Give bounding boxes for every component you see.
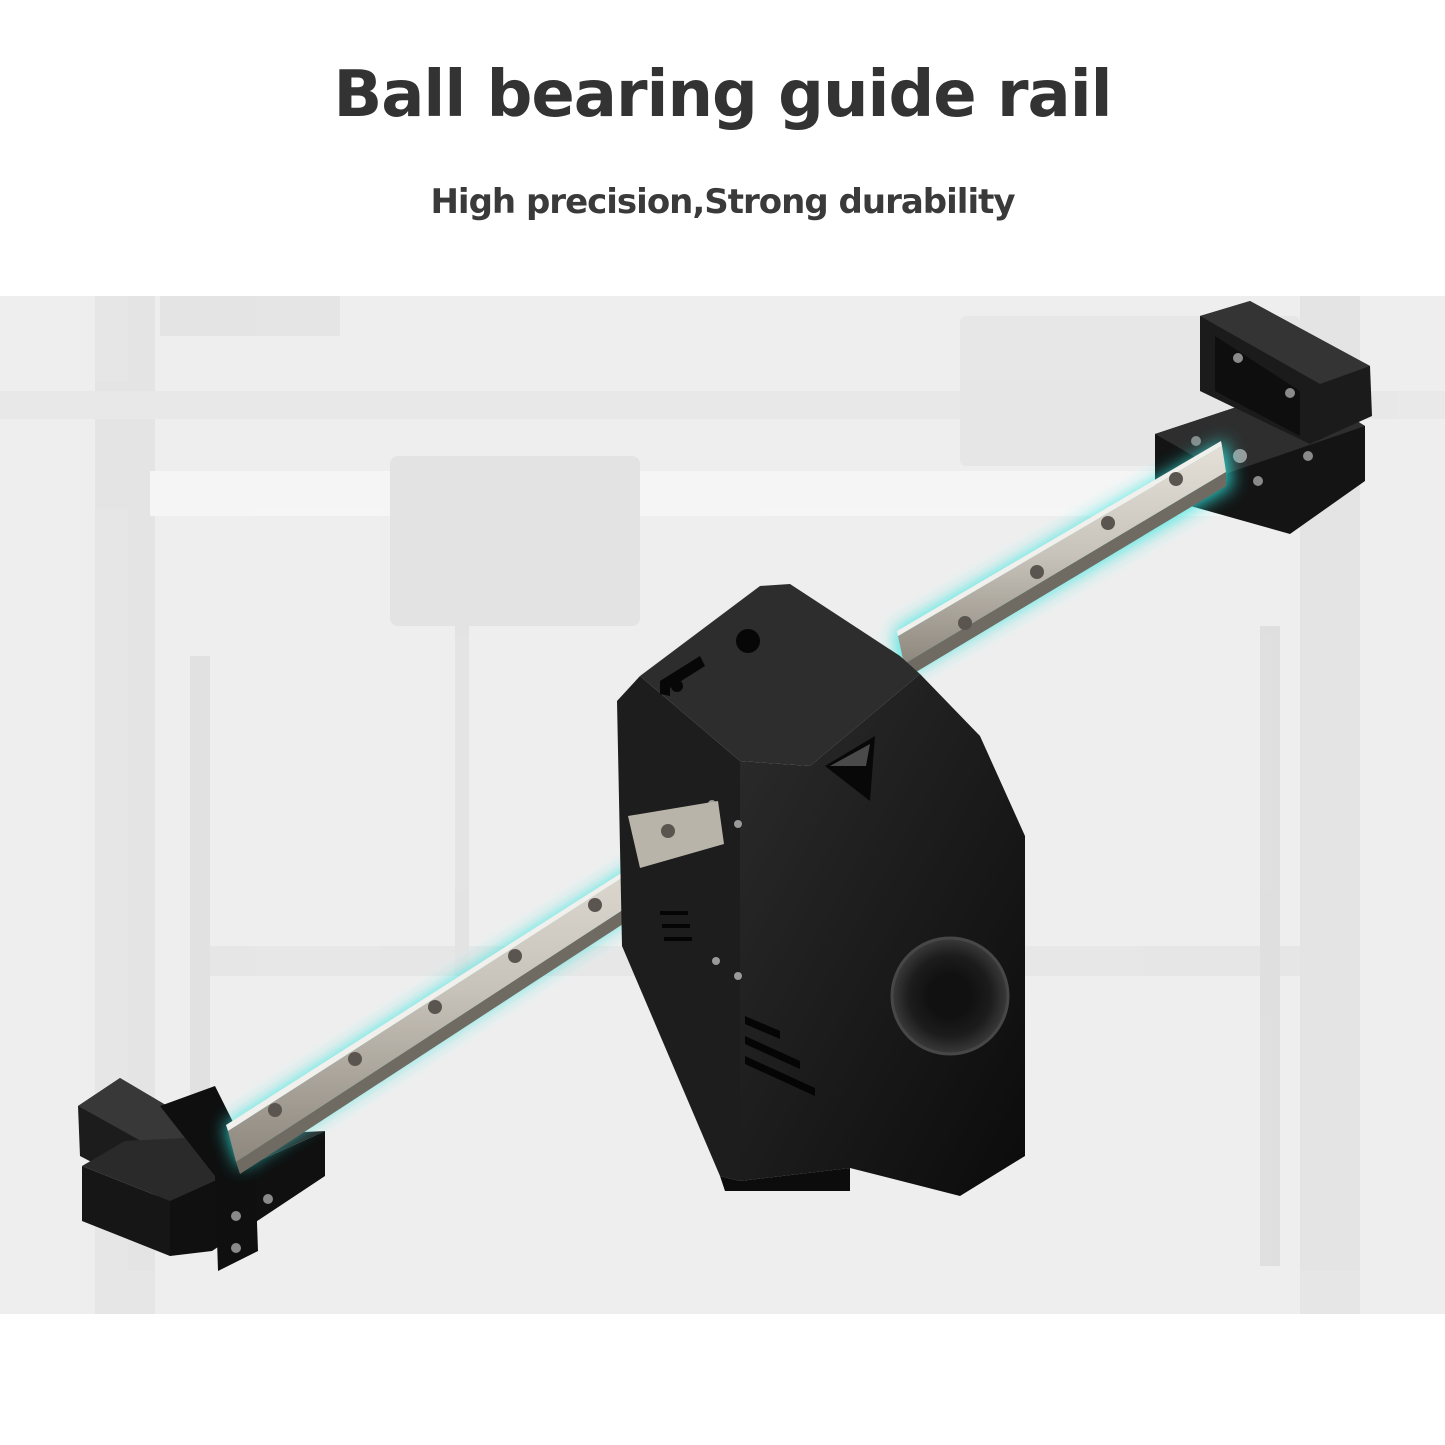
left-rail-end-mount — [78, 1078, 325, 1271]
rail-right-segment — [897, 441, 1226, 678]
product-photo — [0, 296, 1445, 1314]
printer-frame-backdrop — [0, 296, 1445, 1314]
guide-rail-illustration — [0, 296, 1445, 1314]
page-title: Ball bearing guide rail — [333, 58, 1112, 132]
rail-carriage-entry — [628, 801, 724, 868]
print-head-carriage — [617, 584, 1025, 1196]
rail-left-segment — [226, 810, 724, 1174]
page-subtitle: High precision,Strong durability — [430, 182, 1015, 222]
